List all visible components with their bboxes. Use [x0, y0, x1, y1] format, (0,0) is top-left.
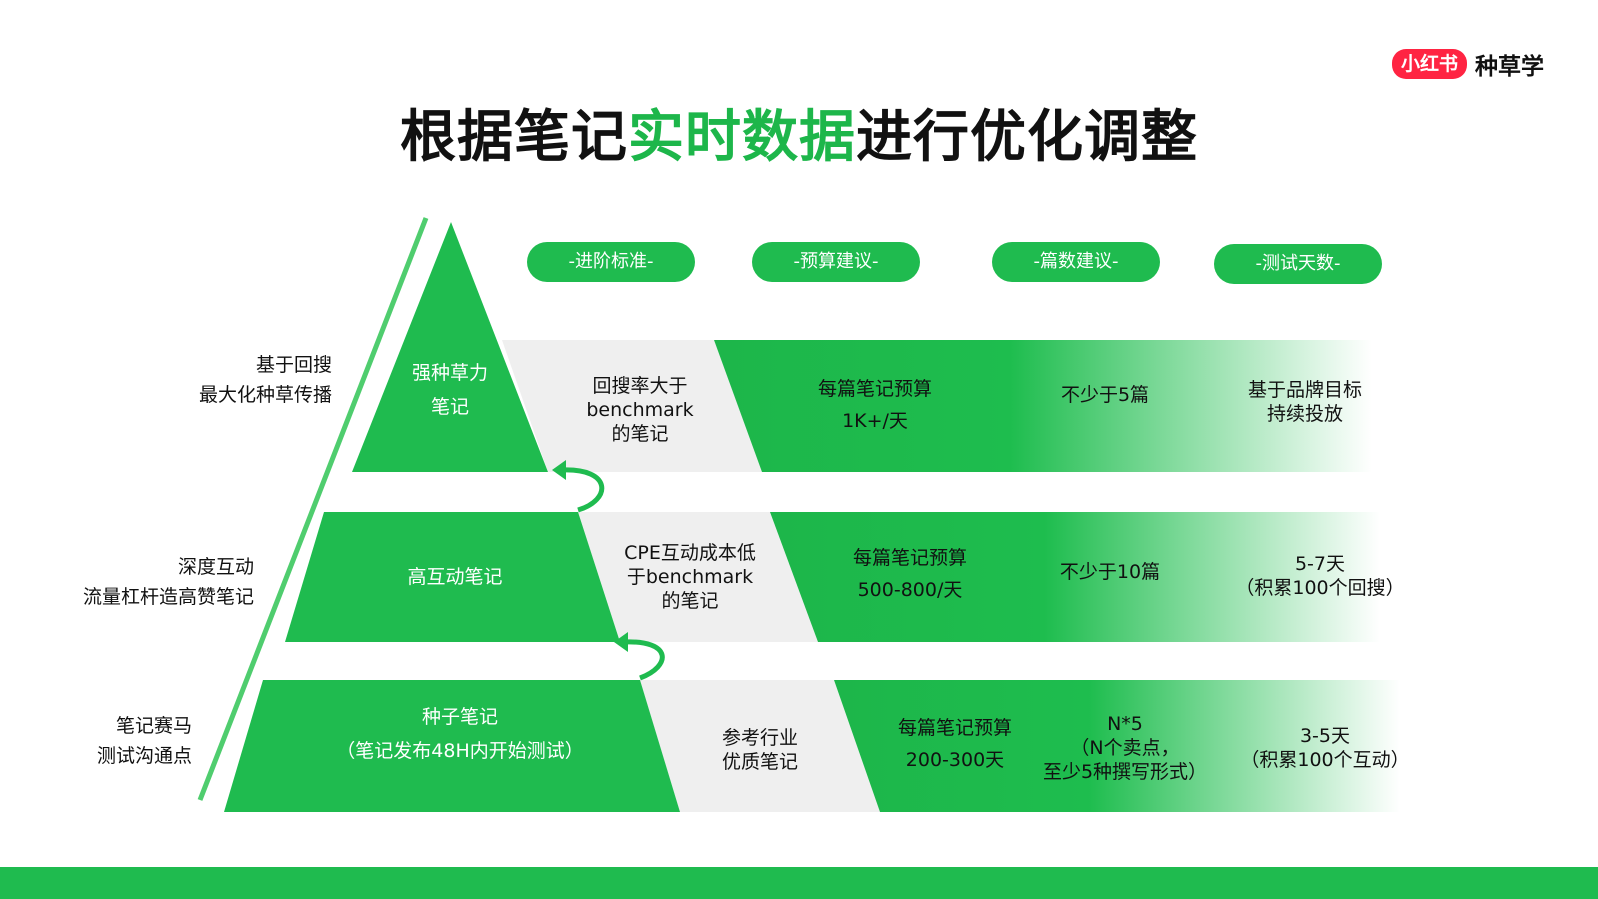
row1-gray-band: [502, 340, 762, 472]
tier3-standard-line1: 参考行业: [721, 727, 798, 749]
tier3-name-line2: （笔记发布48H内开始测试）: [336, 740, 584, 762]
tier3-count-line2: （N个卖点，: [1070, 737, 1180, 759]
tier3-days-line1: 3-5天: [1299, 725, 1351, 747]
pyramid-edge-line: [197, 217, 429, 801]
tier2-count: 不少于10篇: [1025, 552, 1195, 592]
tier1-standard: 回搜率大于 benchmark 的笔记: [560, 360, 720, 460]
tier1-name-line1: 强种草力: [411, 362, 488, 384]
tier2-budget: 每篇笔记预算 500-800/天: [820, 534, 1000, 614]
tier2-budget-line1: 每篇笔记预算: [852, 547, 967, 569]
tier3-count-line1: N*5: [1107, 713, 1143, 735]
tier3-standard-line2: 优质笔记: [721, 751, 798, 773]
tier2-name: 高互动笔记: [355, 560, 555, 594]
tier2-standard-line1: CPE互动成本低: [624, 542, 756, 564]
brand-name: 种草学: [1475, 54, 1545, 80]
tier2-standard: CPE互动成本低 于benchmark 的笔记: [600, 537, 780, 617]
row3-gray-band: [640, 680, 880, 812]
tier3-standard: 参考行业 优质笔记: [680, 720, 840, 780]
title-highlight: 实时数据: [628, 105, 856, 170]
header-budget: -预算建议-: [752, 242, 920, 282]
title-before: 根据笔记: [400, 105, 628, 170]
tier3-days: 3-5天 （积累100个互动）: [1225, 718, 1425, 778]
brand-badge: 小红书: [1392, 49, 1468, 79]
brand-logo: 小红书 种草学: [1392, 46, 1544, 82]
tier3-count: N*5 （N个卖点， 至少5种撰写形式）: [1015, 708, 1235, 788]
tier3-budget-line1: 每篇笔记预算: [897, 717, 1012, 739]
footer-bar: [0, 867, 1598, 899]
tier3-trapezoid: [224, 680, 680, 812]
tier1-name: 强种草力 笔记: [390, 356, 510, 424]
tier1-budget-line1: 每篇笔记预算: [817, 378, 932, 400]
tier1-days-line1: 基于品牌目标: [1247, 379, 1362, 401]
tier1-name-line2: 笔记: [430, 396, 469, 418]
tier1-days-line2: 持续投放: [1266, 403, 1343, 425]
page-title: 根据笔记实时数据进行优化调整: [0, 92, 1598, 173]
tier2-side-label: 深度互动 流量杠杆造高赞笔记: [40, 552, 254, 612]
tier3-name: 种子笔记 （笔记发布48H内开始测试）: [300, 700, 620, 768]
tier3-count-line3: 至少5种撰写形式）: [1042, 761, 1208, 783]
row2-gray-band: [578, 512, 818, 642]
tier2-side-line2: 流量杠杆造高赞笔记: [82, 586, 254, 608]
tier2-days-line2: （积累100个回搜）: [1235, 577, 1405, 599]
row3-green-band: [834, 680, 1400, 812]
arrow-up-1-head: [552, 460, 566, 480]
header-standard: -进阶标准-: [527, 242, 695, 282]
tier1-days: 基于品牌目标 持续投放: [1220, 372, 1390, 432]
tier1-side-label: 基于回搜 最大化种草传播: [100, 350, 332, 410]
tier2-budget-line2: 500-800/天: [857, 579, 963, 601]
tier1-standard-line3: 的笔记: [611, 423, 669, 445]
row1-green-band: [714, 340, 1372, 472]
tier1-triangle: [352, 222, 548, 472]
tier2-side-line1: 深度互动: [177, 556, 254, 578]
tier1-side-line1: 基于回搜: [255, 354, 332, 376]
header-days: -测试天数-: [1214, 244, 1382, 284]
tier3-budget-line2: 200-300天: [905, 749, 1005, 771]
tier3-budget: 每篇笔记预算 200-300天: [865, 704, 1045, 784]
arrow-up-1: [561, 467, 605, 513]
tier3-days-line2: （积累100个互动）: [1240, 749, 1410, 771]
tier1-standard-line1: 回搜率大于: [592, 375, 688, 397]
tier2-days-line1: 5-7天: [1294, 553, 1346, 575]
tier3-side-line2: 测试沟通点: [96, 745, 192, 767]
tier3-name-line1: 种子笔记: [421, 706, 498, 728]
tier1-side-line2: 最大化种草传播: [198, 384, 332, 406]
tier2-name-line1: 高互动笔记: [407, 566, 503, 588]
tier1-budget: 每篇笔记预算 1K+/天: [785, 365, 965, 445]
arrow-up-2-head: [614, 632, 628, 652]
tier2-days: 5-7天 （积累100个回搜）: [1220, 546, 1420, 606]
tier3-side-line1: 笔记赛马: [115, 715, 192, 737]
tier2-trapezoid: [285, 512, 620, 642]
tier1-count-line1: 不少于5篇: [1060, 384, 1150, 406]
tier2-standard-line2: 于benchmark: [626, 566, 754, 588]
tier1-standard-line2: benchmark: [586, 399, 694, 421]
tier3-side-label: 笔记赛马 测试沟通点: [40, 711, 192, 771]
tier2-standard-line3: 的笔记: [661, 590, 719, 612]
row2-green-band: [770, 512, 1380, 642]
tier2-count-line1: 不少于10篇: [1059, 561, 1161, 583]
tier1-budget-line2: 1K+/天: [842, 410, 908, 432]
arrow-up-2: [623, 639, 665, 681]
header-count: -篇数建议-: [992, 242, 1160, 282]
title-after: 进行优化调整: [856, 105, 1198, 170]
tier1-count: 不少于5篇: [1020, 375, 1190, 415]
